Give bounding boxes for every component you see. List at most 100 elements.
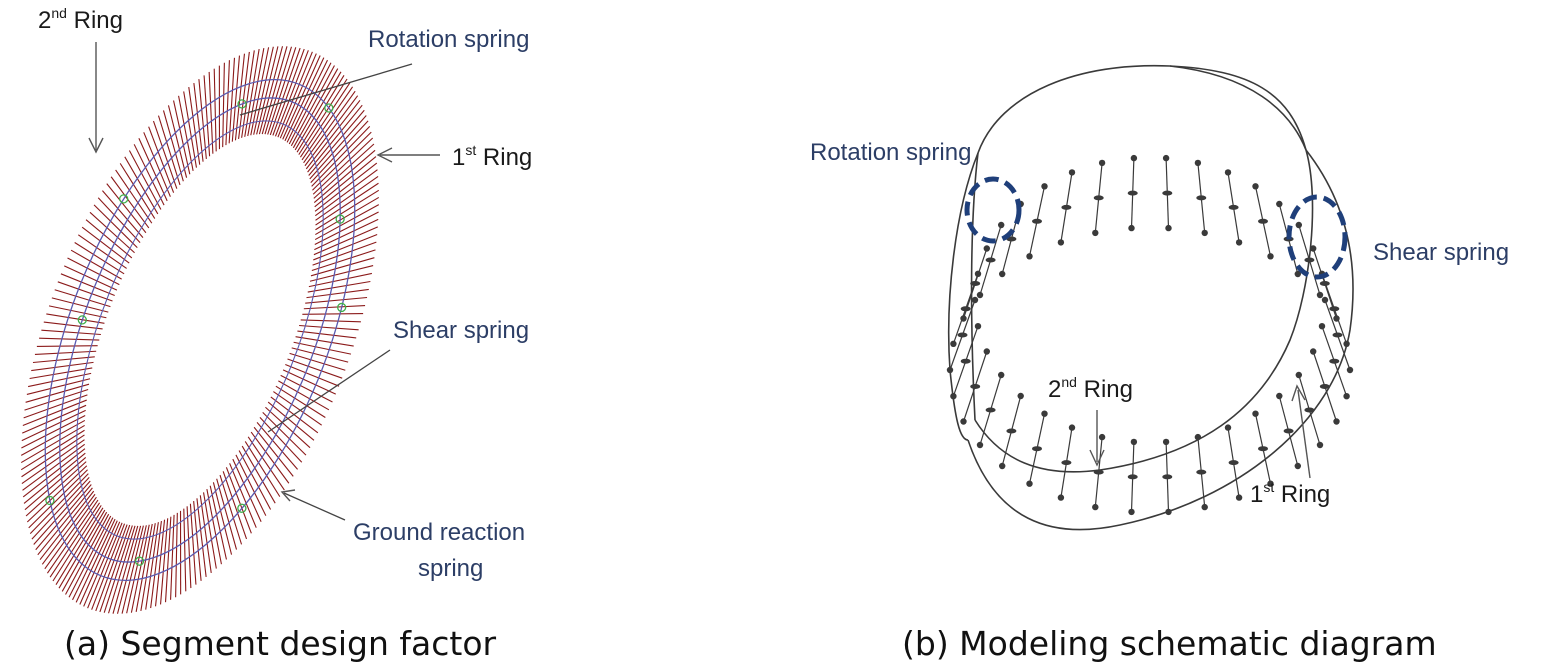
shear-spring-glyph: [1258, 218, 1268, 224]
shear-spring-glyph: [1196, 469, 1207, 475]
spring-line: [209, 485, 227, 560]
rotation-spring-highlight: [964, 176, 1022, 244]
spring-line: [167, 105, 188, 178]
shear-spring-glyph: [1162, 474, 1173, 480]
shear-spring-label-a: Shear spring: [393, 317, 529, 344]
ring-node: [950, 393, 957, 400]
spring-line: [294, 71, 342, 151]
ground-reaction-springs: [20, 46, 380, 614]
spring-line: [299, 324, 359, 331]
spring-line: [70, 249, 122, 280]
spring-line: [188, 87, 201, 165]
shear-spring-glyph: [1283, 428, 1294, 434]
ring-node: [1310, 348, 1317, 355]
spring-line: [309, 115, 367, 180]
ring-node: [1252, 183, 1259, 190]
spring-line: [262, 411, 307, 456]
spring-line: [150, 520, 162, 609]
spring-line: [285, 363, 340, 387]
ring-node: [1165, 224, 1172, 232]
outer-top-edge: [1169, 65, 1307, 151]
ring-node: [983, 245, 990, 252]
shear-spring-glyph: [985, 257, 996, 263]
ring-node: [1041, 183, 1048, 190]
outer-ring-line: [44, 79, 356, 581]
spring-line: [26, 378, 91, 395]
spring-line: [280, 374, 333, 403]
spring-line: [140, 523, 156, 611]
spring-line: [289, 352, 346, 371]
shear-spring-glyph: [1093, 195, 1104, 201]
spring-line: [267, 47, 297, 135]
shear-spring-glyph: [960, 306, 971, 312]
segment-ring-model: [20, 46, 380, 614]
shear-spring-glyph: [1127, 190, 1138, 196]
ring-node: [960, 418, 967, 425]
spring-line: [85, 219, 133, 259]
spring-line: [286, 59, 328, 143]
shear-spring-glyph: [957, 332, 968, 338]
ring-node: [1068, 169, 1076, 176]
panel-a: 2nd Ring Rotation spring 1st Ring Shear …: [20, 5, 532, 663]
spring-line: [138, 138, 168, 202]
spring-line: [39, 337, 100, 341]
ring-node: [1224, 424, 1232, 431]
ring-node: [1346, 366, 1354, 374]
spring-line: [312, 241, 377, 266]
spring-line: [65, 513, 110, 595]
spring-line: [29, 473, 89, 535]
ring-node: [1321, 296, 1329, 304]
spring-line: [22, 443, 86, 491]
shear-spring-glyph: [1127, 474, 1138, 480]
spring-line: [315, 189, 380, 231]
spring-line: [199, 495, 212, 573]
ring-node: [1267, 480, 1274, 487]
ring-node: [946, 366, 954, 374]
ring-node: [950, 340, 957, 347]
spring-line: [315, 175, 379, 221]
panel-b: Rotation spring Shear spring 2nd Ring 1s…: [810, 64, 1509, 663]
spring-line: [274, 50, 309, 137]
spring-line: [55, 507, 104, 585]
spring-line: [308, 109, 365, 176]
spring-line: [305, 99, 361, 170]
rotation-spring-leader: [239, 63, 413, 116]
spring-line: [133, 144, 165, 206]
spring-line: [313, 234, 378, 261]
spring-node: [134, 556, 145, 566]
spring-line: [235, 454, 267, 516]
spring-line: [241, 50, 255, 138]
shear-spring-glyph: [1032, 218, 1042, 224]
second-ring-arrowhead: [88, 137, 104, 154]
ring-node: [1235, 239, 1243, 246]
spring-line: [278, 380, 330, 411]
spring-line: [314, 211, 379, 245]
ring-node: [999, 270, 1006, 278]
spring-line: [244, 49, 260, 137]
spring-line: [178, 95, 194, 171]
spring-line: [23, 452, 86, 504]
ring-node: [999, 462, 1006, 470]
spring-line: [46, 499, 99, 574]
shear-spring-glyph: [1228, 204, 1239, 210]
spring-line: [297, 330, 357, 339]
ring-node: [1201, 229, 1208, 237]
spring-line: [208, 71, 214, 154]
spring-line: [288, 62, 332, 145]
shear-spring-glyph: [970, 384, 981, 389]
ground-reaction-label-line2: spring: [418, 555, 483, 582]
spring-line: [273, 391, 323, 426]
shear-spring-leader: [267, 349, 391, 433]
ring-node: [976, 291, 984, 299]
spring-line: [77, 234, 127, 269]
shear-spring-glyph: [985, 407, 996, 413]
spring-line: [313, 149, 376, 203]
spring-line: [95, 524, 128, 612]
spring-line: [60, 273, 115, 297]
spring-line: [145, 522, 159, 610]
spring-line: [314, 204, 380, 241]
spring-line: [308, 272, 373, 288]
spring-line: [282, 369, 336, 395]
ring-node: [1235, 494, 1243, 501]
spring-line: [24, 389, 89, 411]
